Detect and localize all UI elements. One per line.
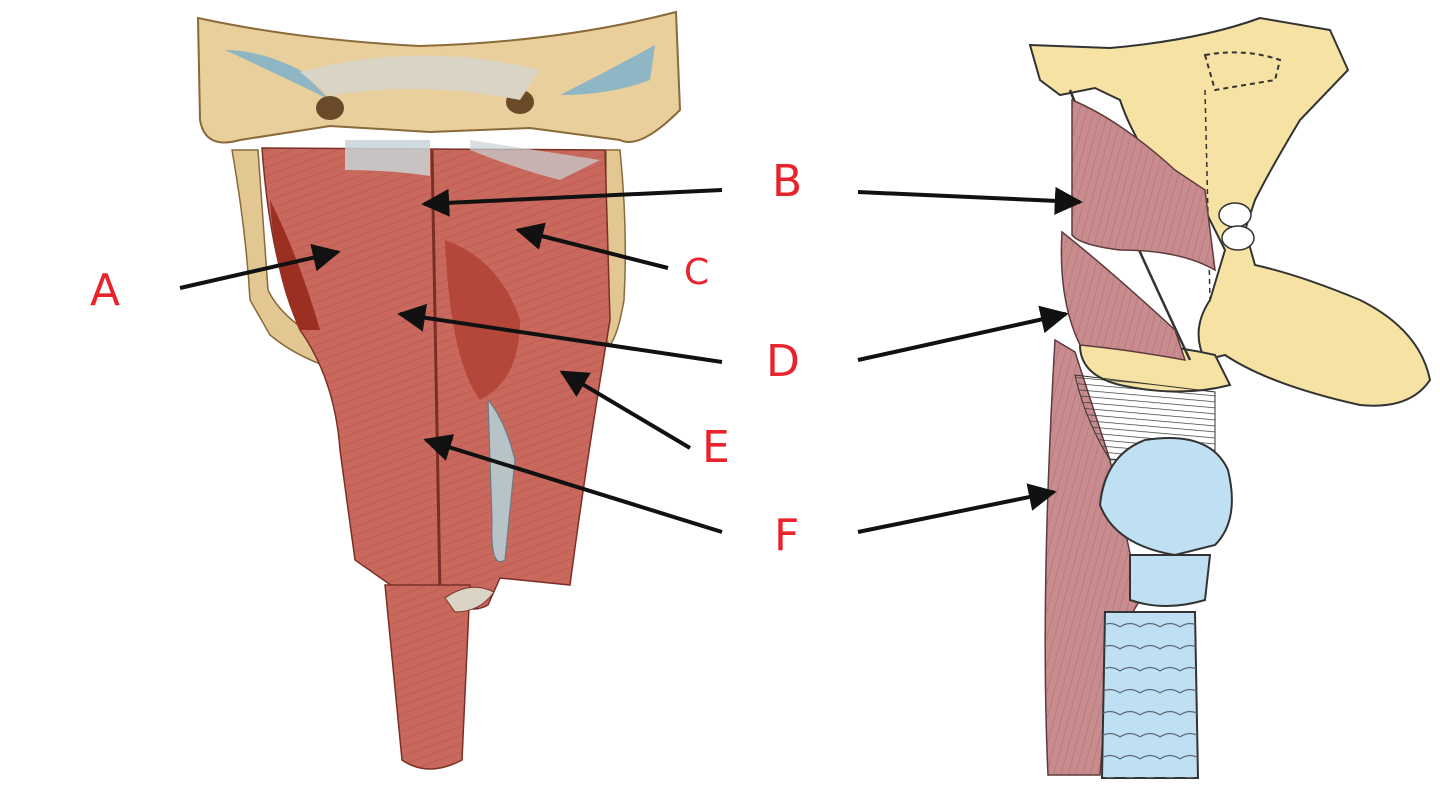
arrow-d-right	[857, 305, 1069, 362]
arrow-b-left	[421, 188, 723, 217]
label-d: D	[766, 336, 800, 387]
arrow-c	[515, 222, 669, 270]
label-c: C	[684, 252, 709, 293]
arrow-e	[559, 370, 692, 450]
label-f: F	[774, 510, 799, 561]
thyroid-cartilage	[1098, 437, 1233, 557]
arrow-f-left	[423, 434, 723, 534]
pointer-arrows	[179, 186, 1083, 534]
label-e: E	[702, 422, 730, 473]
label-a: A	[90, 265, 120, 316]
lateral-pharynx-sketch	[1028, 16, 1432, 779]
arrow-f-right	[857, 483, 1057, 534]
arrow-d-left	[397, 303, 723, 364]
labels: A B C D E F	[90, 156, 802, 561]
posterior-pharynx-illustration	[196, 10, 682, 770]
arrow-b-right	[857, 186, 1083, 215]
label-b: B	[772, 156, 802, 207]
arrow-a	[179, 243, 341, 290]
